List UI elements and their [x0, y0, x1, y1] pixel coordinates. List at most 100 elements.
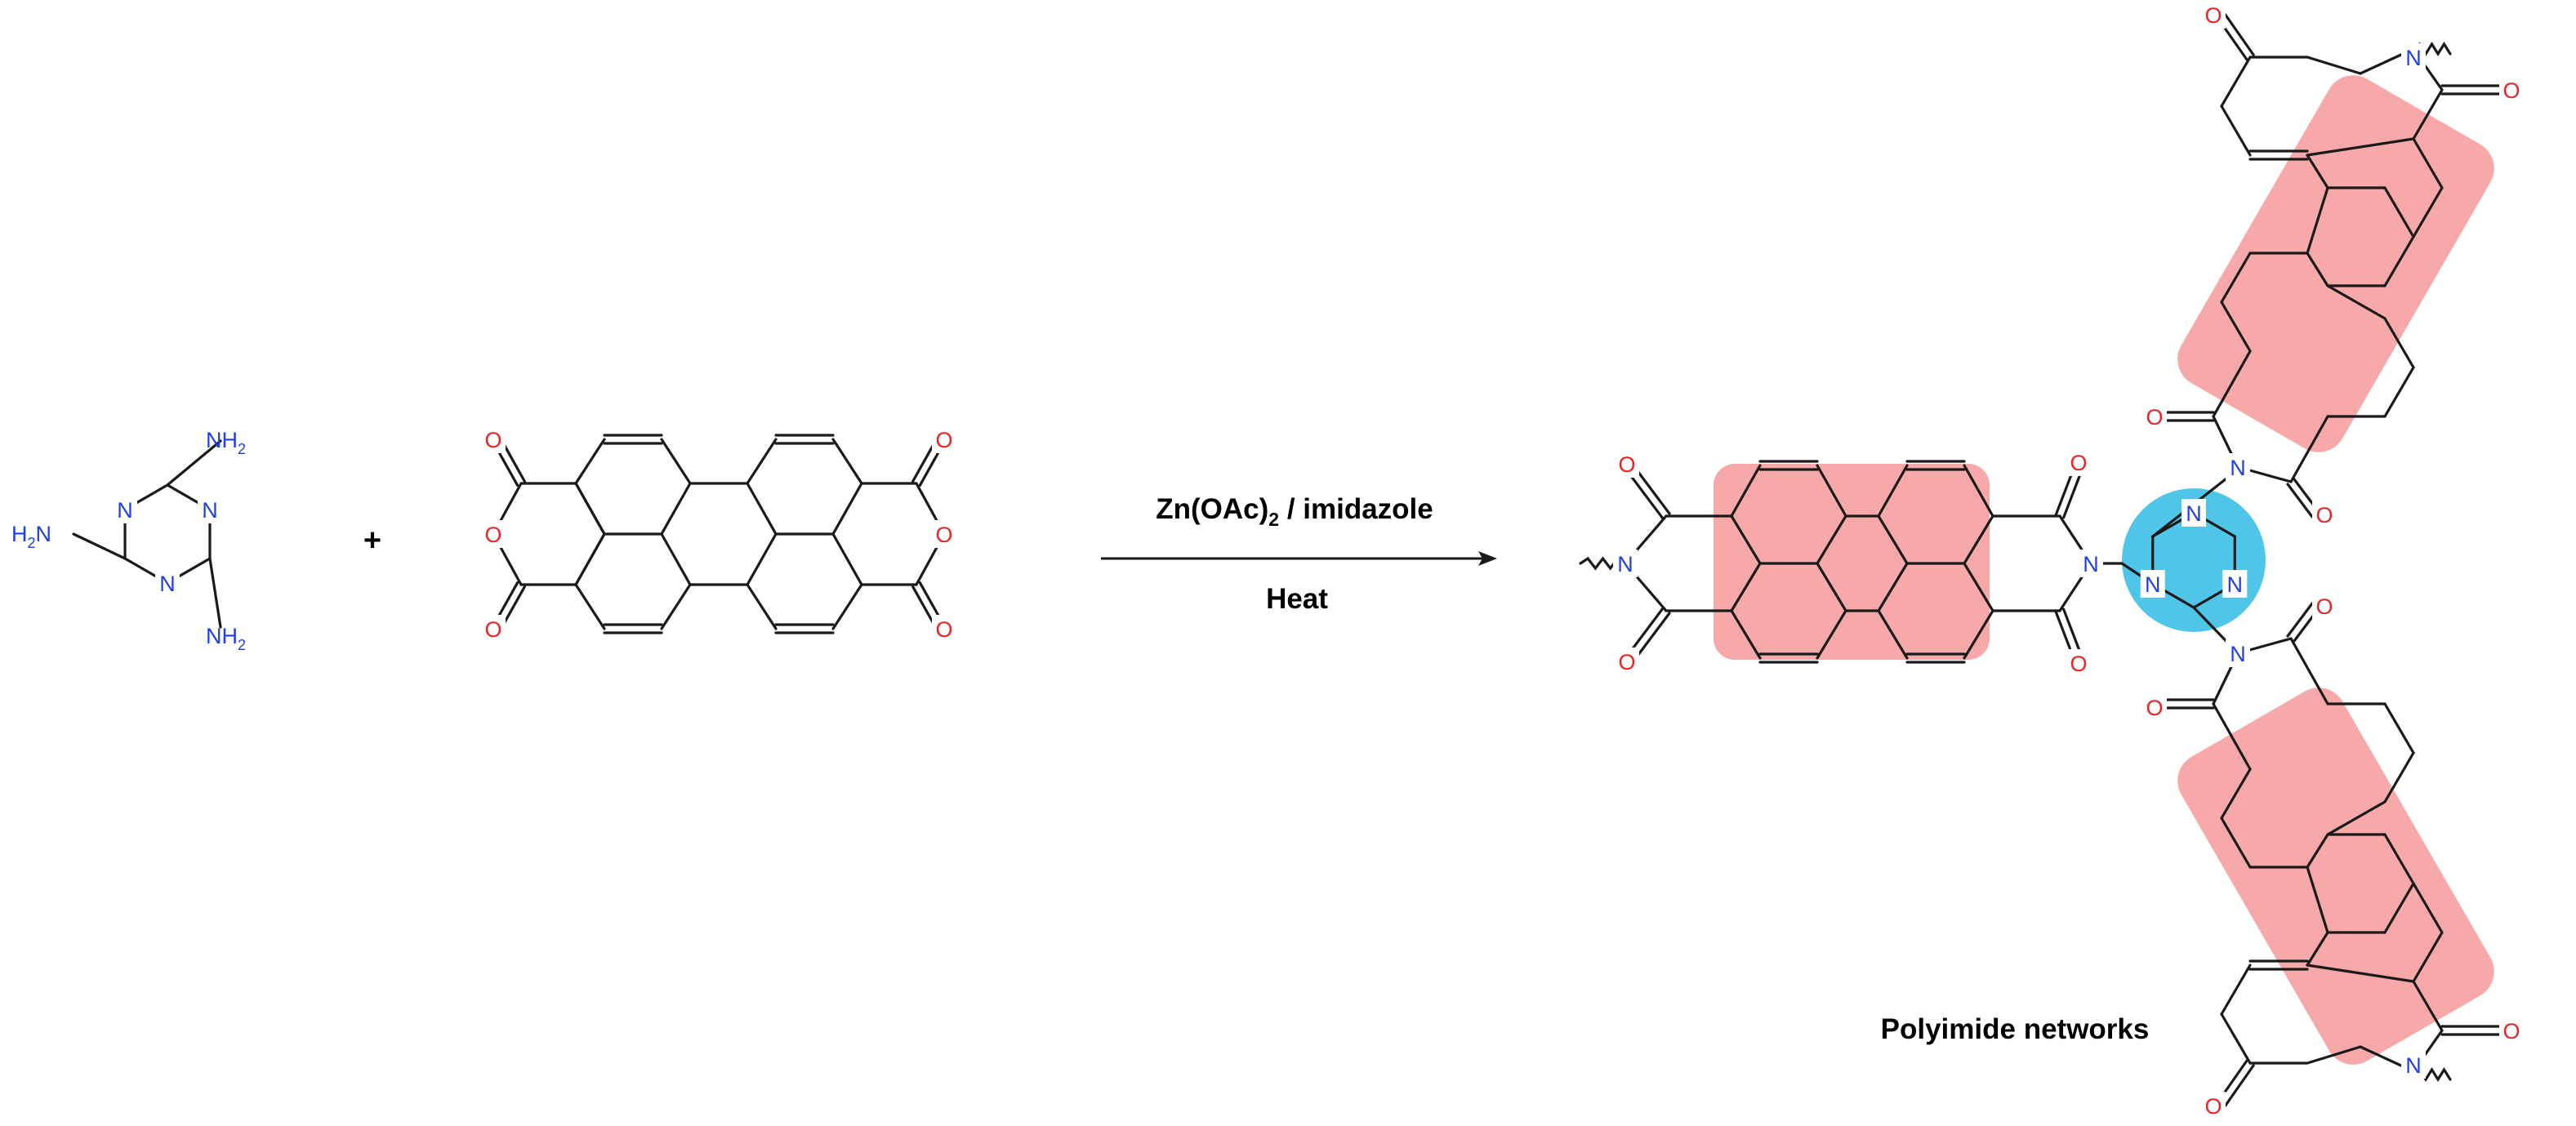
bond [2289, 415, 2329, 483]
bond [660, 532, 692, 586]
bond [831, 482, 863, 536]
bond [2220, 105, 2252, 157]
bond [574, 482, 606, 536]
imide-oxygen: O [1618, 650, 1635, 674]
bond [1877, 514, 1909, 565]
bond [831, 583, 863, 630]
atom-mask [2201, 1092, 2226, 1119]
atom-mask [2312, 501, 2337, 528]
bond [2383, 751, 2415, 803]
imide-oxygen: O [2315, 594, 2333, 619]
bond [2306, 186, 2329, 255]
atom-mask [2066, 448, 2091, 476]
bond [1816, 464, 1847, 518]
melamine-amine-bond [208, 557, 222, 629]
melamine-amine-bond [72, 532, 127, 560]
bonds [72, 12, 2501, 1108]
bond [2212, 349, 2252, 418]
bond [1963, 464, 1994, 518]
atom-mask [2499, 76, 2524, 104]
bond [1730, 609, 1762, 660]
atom-mask [197, 496, 222, 523]
bond [660, 583, 692, 630]
bond [2220, 56, 2252, 108]
atom-mask [481, 615, 506, 643]
bond [1963, 609, 1994, 660]
atom-mask [155, 569, 180, 597]
core-highlight-top [2177, 75, 2494, 452]
ptcda-carbonyl-oxygen: O [484, 617, 501, 642]
bond [2306, 154, 2329, 189]
atom-mask [481, 520, 506, 548]
bond [2220, 768, 2252, 820]
bond [2383, 833, 2415, 885]
atom-mask [481, 425, 506, 453]
bond [574, 583, 606, 630]
bond [1877, 562, 1909, 612]
bond [2220, 251, 2252, 304]
atom-mask [2499, 1017, 2524, 1044]
double-bond [2062, 467, 2084, 519]
bond [746, 532, 778, 586]
imide-oxygen: O [2502, 78, 2520, 103]
double-bond [911, 585, 938, 630]
bond [2220, 300, 2252, 353]
atom-mask [2401, 43, 2426, 71]
melamine-ring-nitrogen: N [159, 572, 176, 596]
ptcda-carbonyl-oxygen: O [935, 617, 952, 642]
bond [831, 438, 863, 485]
imide-nitrogen: N [2083, 552, 2099, 576]
melamine-nh2-top: NH2 [206, 428, 246, 457]
bond [2326, 284, 2387, 320]
triazine-ring-nitrogen: N [2226, 572, 2243, 597]
atom-mask [932, 425, 956, 453]
bond [2306, 251, 2329, 287]
bond [2212, 702, 2252, 771]
bond [2412, 882, 2444, 934]
atom-mask [2079, 550, 2103, 577]
bond [2220, 817, 2252, 869]
atom-mask [1615, 648, 1639, 675]
melamine-ring-nitrogen: N [117, 498, 133, 523]
bond [2289, 637, 2329, 705]
atom-mask [2401, 1051, 2426, 1079]
bond [660, 438, 692, 485]
atom-mask [2066, 649, 2091, 677]
bond [1730, 562, 1762, 612]
atom-mask [2226, 453, 2250, 481]
bond [2383, 186, 2415, 238]
bond [1877, 609, 1909, 660]
bond [1730, 464, 1762, 518]
bond [2306, 931, 2329, 967]
core-highlight-left [1714, 464, 1990, 660]
double-bond [500, 438, 526, 483]
ptcda-carbonyl-oxygen: O [935, 428, 952, 452]
melamine-ring-nitrogen: N [202, 498, 218, 523]
bond [746, 438, 778, 485]
imide-nitrogen: N [1617, 552, 1633, 576]
bond [574, 438, 606, 485]
atom-mask [2140, 570, 2165, 598]
bond [1963, 514, 1994, 565]
atom-mask [1615, 450, 1639, 478]
bond [2383, 366, 2415, 418]
imide-nitrogen: N [2405, 1053, 2422, 1078]
bond [2306, 866, 2329, 934]
atom-mask [1613, 550, 1638, 577]
melamine-nh2-bottom: NH2 [206, 624, 246, 653]
imide-nitrogen: N [2405, 46, 2422, 70]
double-bond [2286, 602, 2314, 638]
reaction-conditions-catalyst: Zn(OAc)2 / imidazole [1156, 493, 1433, 530]
bond [746, 482, 778, 536]
bond [2412, 980, 2444, 1032]
bond [2306, 1045, 2362, 1065]
reaction-arrow [1101, 551, 1497, 566]
bond [2306, 137, 2415, 157]
bond [1816, 562, 1847, 612]
atom-mask [2222, 570, 2248, 598]
imide-oxygen: O [2502, 1019, 2520, 1044]
melamine-amine-bond [166, 439, 222, 487]
product-label: Polyimide networks [1881, 1013, 2150, 1045]
